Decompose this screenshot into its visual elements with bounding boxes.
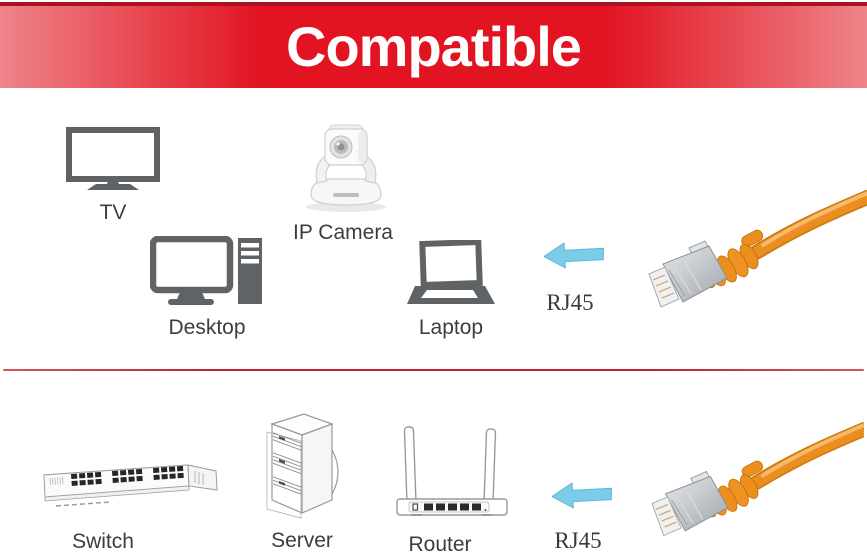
banner: Compatible <box>0 2 867 88</box>
router-label: Router <box>408 533 472 556</box>
rj45-label: RJ45 <box>554 528 602 553</box>
tv-label: TV <box>99 201 127 224</box>
banner-title: Compatible <box>286 15 582 78</box>
ethernet-cable-image <box>645 422 867 558</box>
left-arrow-icon <box>552 481 612 511</box>
laptop-icon <box>407 240 495 304</box>
router-illustration <box>396 426 508 516</box>
ip-camera-label: IP Camera <box>293 221 393 244</box>
switch-illustration <box>43 464 218 507</box>
ethernet-cable-image <box>645 190 867 330</box>
switch-label: Switch <box>72 530 134 553</box>
ip-camera-image <box>306 124 386 212</box>
desktop-label: Desktop <box>168 316 246 339</box>
rj45-label: RJ45 <box>546 290 594 315</box>
tv-icon <box>66 127 160 190</box>
left-arrow-icon <box>544 241 604 271</box>
server-label: Server <box>271 529 333 552</box>
divider <box>3 369 864 371</box>
server-illustration <box>266 413 339 519</box>
laptop-label: Laptop <box>418 316 484 339</box>
desktop-icon <box>150 236 262 305</box>
